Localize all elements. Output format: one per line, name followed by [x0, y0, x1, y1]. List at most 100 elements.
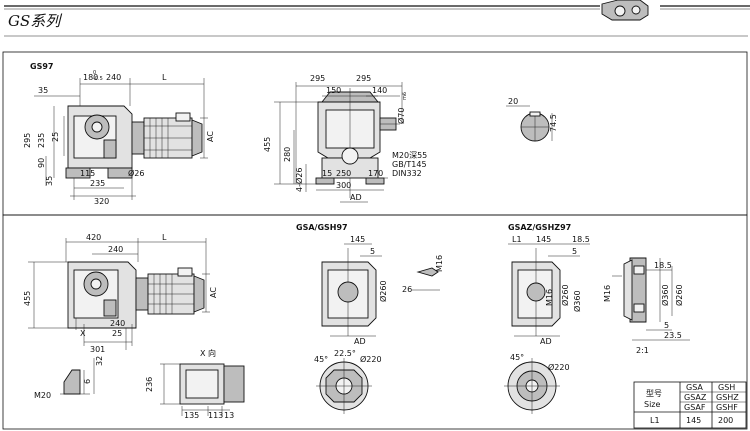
b-dim-301: 301: [90, 345, 105, 354]
key-dim-74-5: 74.5: [549, 114, 558, 132]
bottom-gsaz-view: GSAZ/GSHZ97 L1 145 18.5 5 M16 Ø260 Ø360 …: [504, 223, 590, 414]
spec-table: 型号 Size GSA GSAZ GSAF GSH GSHZ GSHF L1 1…: [633, 381, 747, 429]
side-dim-455: 455: [263, 137, 272, 152]
bottom-front-view: 420 240 L 455 240 25 301 X AC: [23, 233, 218, 354]
dim-115: 115: [80, 169, 95, 178]
bottom-panel: [2, 214, 748, 430]
dim-320: 320: [94, 197, 109, 206]
side-dim-140: 140: [372, 86, 387, 95]
side-dim-170: 170: [368, 169, 383, 178]
side-dim-295b: 295: [356, 74, 371, 83]
gsa-dim-220: Ø220: [360, 354, 382, 364]
gsa-dim-5: 5: [370, 247, 375, 256]
model-label-gsaz: GSAZ/GSHZ97: [508, 223, 571, 232]
b-dim-240v: 240: [110, 319, 125, 328]
gsaz-dim-260: Ø260: [560, 284, 570, 306]
table-header-label: 型号: [646, 389, 662, 398]
table-c1-r2: GSAZ: [684, 393, 707, 402]
gsaz-dim-M16: M16: [545, 289, 554, 306]
dim-240: 240: [106, 73, 121, 82]
gsaz-dim-5: 5: [572, 247, 577, 256]
gsa-dim-AD: AD: [354, 337, 366, 346]
top-key-section: 20 74.5: [506, 97, 558, 142]
b-dim-AC: AC: [209, 287, 218, 298]
dim-35: 35: [38, 86, 48, 95]
bottom-flange-detail: 18.5 Ø360 Ø260 M16 5 23.5 2:1: [603, 257, 690, 355]
table-c2-r3: GSHF: [716, 403, 738, 412]
tol-lower: -0.5: [93, 76, 103, 82]
x-view-title: X 向: [200, 348, 216, 358]
side-dim-295a: 295: [310, 74, 325, 83]
dim-35b: 35: [45, 176, 54, 186]
gsaz-dim-145: 145: [536, 235, 551, 244]
b-dim-L: L: [162, 233, 167, 242]
top-front-view: GS97 180: [23, 62, 215, 206]
gsaz-dim-18-5: 18.5: [572, 235, 590, 244]
b-dim-455: 455: [23, 291, 32, 306]
note-standard-din: DIN332: [392, 169, 422, 178]
note-standard-gb: GB/T145: [392, 160, 427, 169]
x-dim-135: 135: [184, 411, 199, 420]
side-dim-150: 150: [326, 86, 341, 95]
table-row-label: L1: [650, 416, 660, 425]
table-header-size: Size: [644, 400, 661, 409]
shaft-dim-6: 6: [83, 379, 92, 384]
side-dim-15: 15: [322, 169, 332, 178]
top-side-view: 295 295 150 140 Ø70 m6 455 280 4-Ø26 15 …: [263, 74, 427, 203]
x-dim-236: 236: [145, 377, 154, 392]
side-dim-250: 250: [336, 169, 351, 178]
bottom-gsa-view: GSA/GSH97 145 5 M16 26 Ø260 AD 45° 22.5°…: [296, 223, 444, 414]
table-c2-r2: GSHZ: [716, 393, 739, 402]
x-dim-13: 13: [224, 411, 234, 420]
page-title: GS系列: [8, 12, 62, 30]
model-label-gs97: GS97: [30, 62, 53, 71]
gsaz-dim-360: Ø360: [572, 290, 582, 312]
header-gearbox-icon: [601, 0, 649, 21]
b-dim-420: 420: [86, 233, 101, 242]
dim-295: 295: [23, 133, 32, 148]
side-dim-70: Ø70: [396, 108, 406, 124]
gsa-dim-260: Ø260: [378, 280, 388, 302]
b-dim-X: X: [80, 329, 86, 338]
tol-upper: 0: [93, 70, 96, 76]
dim-235v: 235: [37, 133, 46, 148]
table-value-2: 200: [718, 416, 733, 425]
detail-dim-M16: M16: [603, 285, 612, 302]
gsa-dim-M16: M16: [435, 255, 444, 272]
dim-AC: AC: [206, 131, 215, 142]
table-c1-r3: GSAF: [684, 403, 706, 412]
gsa-dim-22-5: 22.5°: [334, 349, 356, 358]
note-center-hole: M20深55: [392, 151, 427, 160]
key-dim-20: 20: [508, 97, 518, 106]
gsa-dim-26: 26: [402, 285, 412, 294]
b-dim-25: 25: [112, 329, 122, 338]
gsaz-dim-L1: L1: [512, 235, 522, 244]
detail-dim-260: Ø260: [674, 284, 684, 306]
detail-scale: 2:1: [636, 346, 649, 355]
dim-L: L: [162, 73, 167, 82]
gsaz-dim-45: 45°: [510, 353, 524, 362]
detail-dim-5: 5: [664, 321, 669, 330]
detail-dim-360: Ø360: [660, 284, 670, 306]
gsaz-dim-220: Ø220: [548, 362, 570, 372]
dim-180: 180: [83, 73, 98, 82]
table-c2-r1: GSH: [718, 383, 735, 392]
detail-dim-23-5: 23.5: [664, 331, 682, 340]
detail-dim-18-5: 18.5: [654, 261, 672, 270]
dim-26: Ø26: [128, 168, 144, 178]
dim-25: 25: [51, 132, 60, 142]
side-dim-280: 280: [283, 147, 292, 162]
gsa-dim-45: 45°: [314, 355, 328, 364]
header: GS系列: [4, 0, 750, 37]
gsa-dim-145: 145: [350, 235, 365, 244]
side-dim-300: 300: [336, 181, 351, 190]
side-dim-AD: AD: [350, 193, 362, 202]
shaft-dim-32: 32: [95, 356, 104, 366]
bottom-x-view: X 向 236 135 113 13: [145, 348, 245, 420]
shaft-dim-M20: M20: [34, 391, 51, 400]
dim-235h: 235: [90, 179, 105, 188]
dim-90: 90: [37, 158, 46, 168]
bottom-shaft-detail: M20 6 32: [34, 356, 104, 400]
side-dim-70-tol: m6: [402, 92, 408, 100]
